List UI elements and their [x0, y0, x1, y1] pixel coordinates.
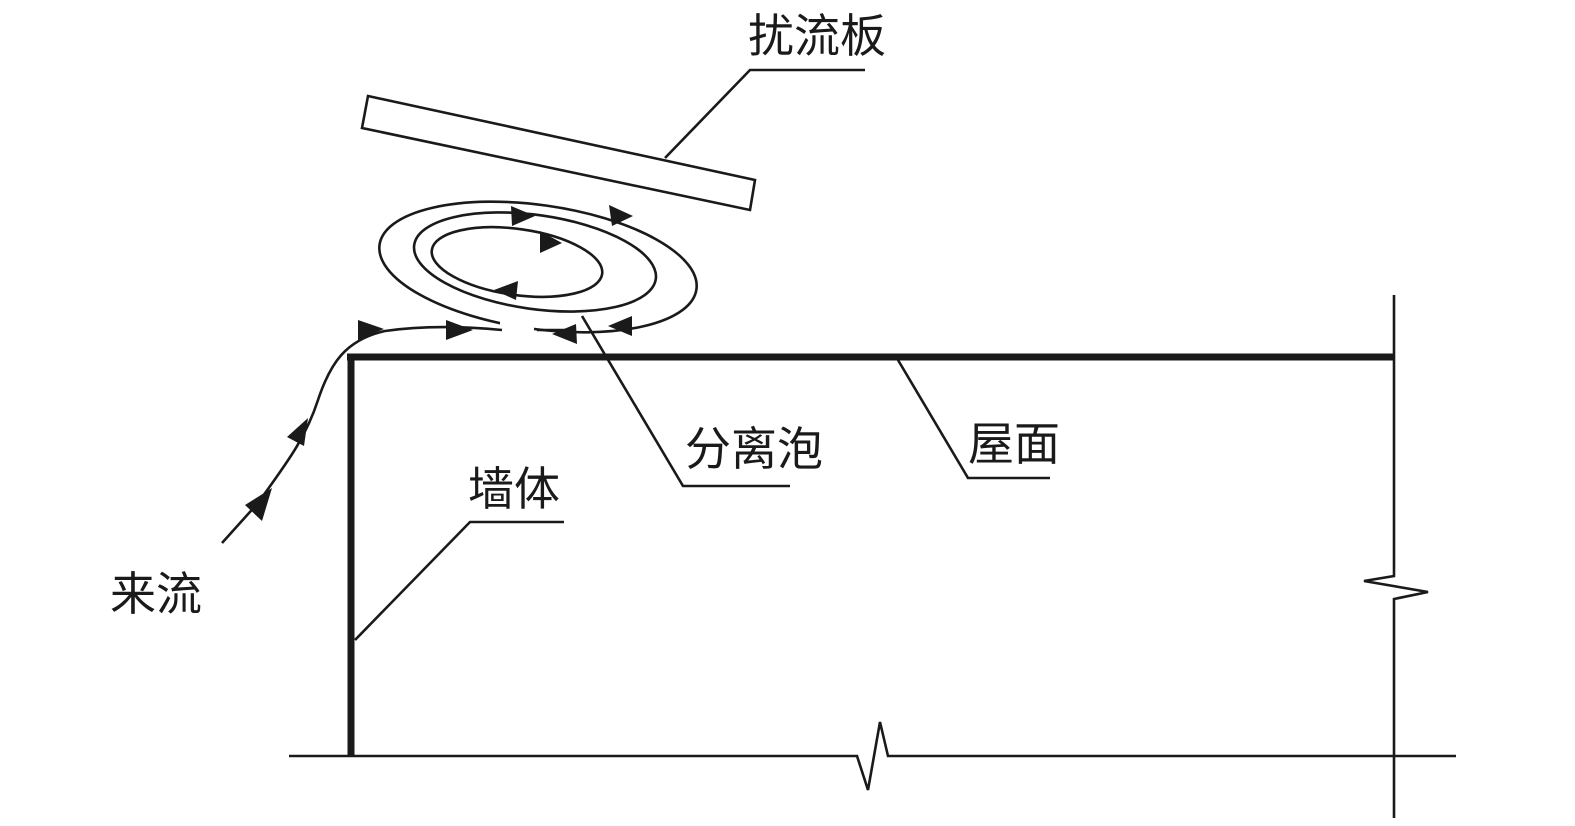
vortex-arrow-inner-top [540, 231, 562, 253]
roof-label: 屋面 [968, 417, 1060, 471]
incoming-flow-label: 来流 [110, 567, 202, 621]
vortex-middle [412, 211, 658, 313]
flow-arrow-3 [358, 320, 384, 340]
separation-bubble-leader-line [580, 315, 790, 488]
spoiler-plate [360, 94, 757, 212]
spoiler-label: 扰流板 [748, 9, 886, 63]
flow-arrow-4 [446, 320, 473, 340]
vortex-arrow-outer-top [609, 205, 633, 226]
separation-bubble [378, 200, 698, 344]
vortex-arrow-outer-bottom [608, 316, 632, 336]
vortex-arrow-middle-top [511, 206, 535, 226]
section-cut-line [1363, 295, 1429, 818]
ground-line [289, 721, 1456, 791]
flow-arrow-1 [245, 488, 272, 521]
wall-label: 墙体 [468, 462, 560, 516]
roof-leader-line [896, 359, 1050, 480]
wall-leader-line [354, 520, 564, 641]
spoiler-leader-line [664, 68, 865, 159]
vortex-inner [430, 225, 604, 299]
vortex-arrow-inner-bottom [494, 281, 518, 300]
vortex-arrow-lower-left [552, 324, 577, 344]
incoming-flow-streamline [221, 325, 503, 544]
flow-arrow-2 [287, 418, 308, 446]
separation-bubble-label: 分离泡 [685, 422, 823, 476]
